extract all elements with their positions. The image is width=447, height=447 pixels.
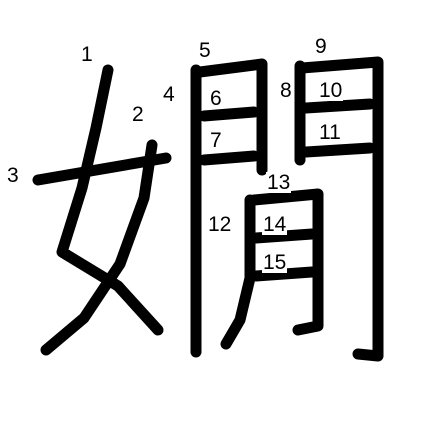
- stroke-number-13: 13: [266, 171, 292, 194]
- stroke-7: [198, 150, 260, 166]
- stroke-11: [300, 142, 376, 158]
- stroke-number-12: 12: [207, 213, 233, 236]
- stroke-2: [40, 139, 158, 356]
- stroke-14: [250, 228, 318, 244]
- stroke-12: [220, 194, 256, 350]
- stroke-9: [296, 56, 384, 362]
- stroke-number-2: 2: [131, 103, 145, 126]
- stroke-13: [248, 188, 324, 336]
- stroke-number-6: 6: [209, 87, 223, 110]
- stroke-10: [300, 98, 376, 114]
- stroke-number-4: 4: [162, 83, 176, 106]
- stroke-1: [56, 64, 164, 336]
- stroke-3: [32, 152, 172, 186]
- stroke-number-5: 5: [198, 39, 212, 62]
- stroke-number-10: 10: [318, 79, 344, 102]
- stroke-number-7: 7: [209, 129, 223, 152]
- stroke-6: [198, 106, 260, 122]
- stroke-number-3: 3: [6, 164, 20, 187]
- stroke-5: [194, 58, 268, 176]
- stroke-number-9: 9: [314, 35, 328, 58]
- stroke-15: [250, 266, 318, 282]
- stroke-number-1: 1: [80, 43, 94, 66]
- stroke-number-14: 14: [262, 213, 288, 236]
- stroke-number-8: 8: [279, 79, 293, 102]
- stroke-number-15: 15: [262, 251, 288, 274]
- stroke-number-11: 11: [318, 121, 342, 144]
